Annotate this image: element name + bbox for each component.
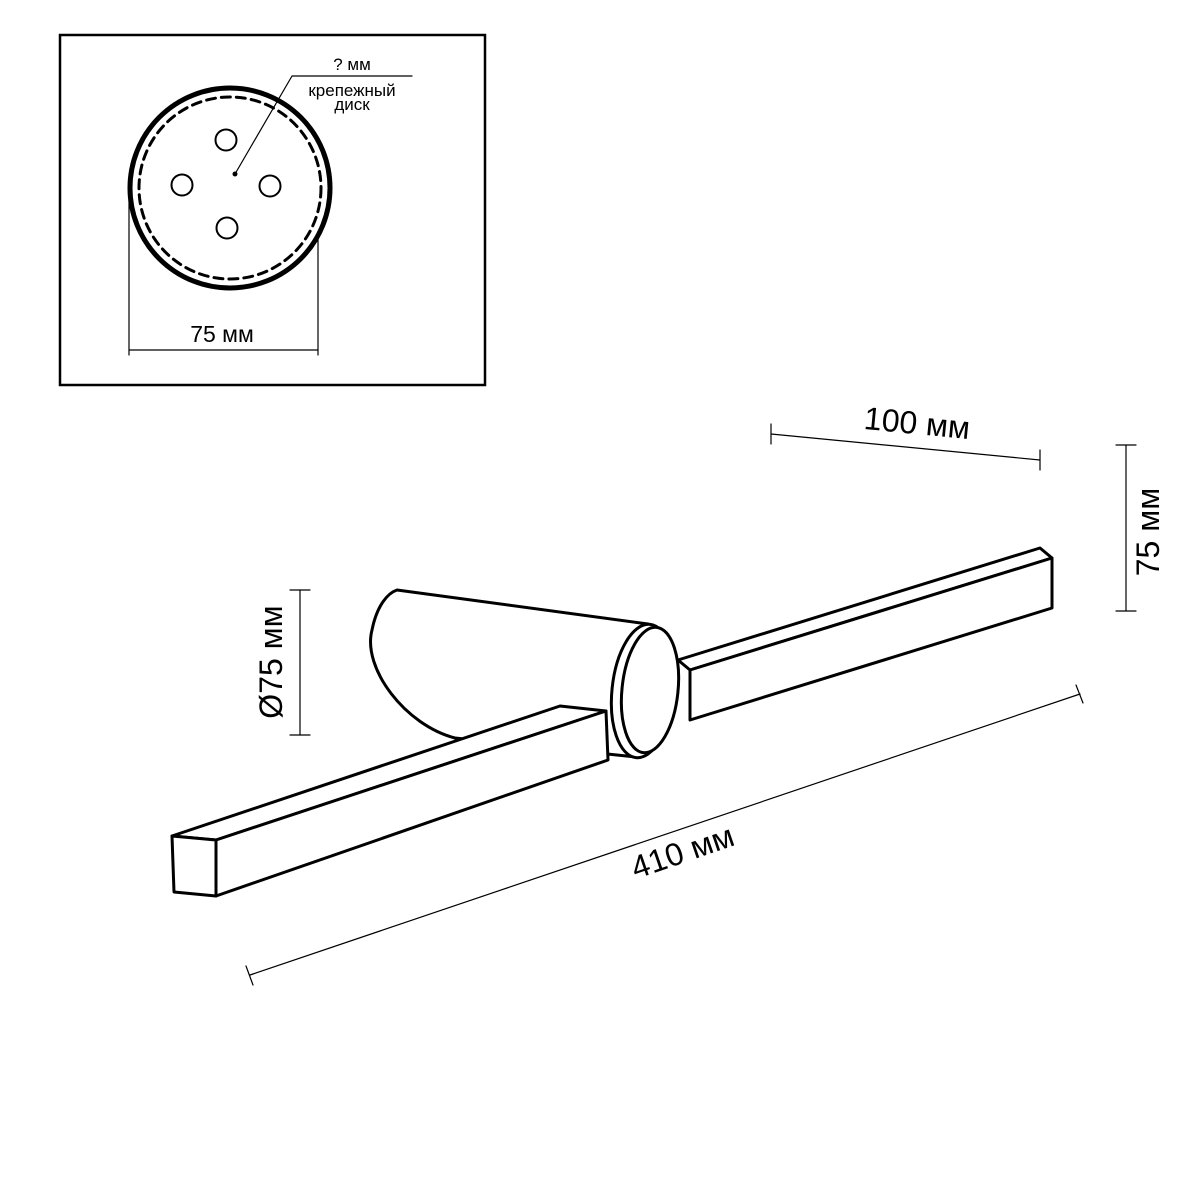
disc-label-line2: диск (334, 95, 370, 114)
leader-line (234, 75, 413, 175)
height-dimension: 75 мм (1115, 444, 1166, 612)
height-label: 75 мм (1130, 488, 1166, 576)
mounting-hole-right (258, 174, 282, 198)
cylinder-end-cap (609, 622, 681, 760)
fixture-view: 100 мм 75 мм Ø75 мм 410 мм (170, 400, 1166, 986)
mounting-hole-left (170, 173, 194, 197)
diameter-label: Ø75 мм (253, 605, 289, 718)
bar-back-segment (676, 546, 1054, 722)
diameter-dimension: Ø75 мм (253, 589, 311, 736)
arm-length-label: 100 мм (862, 400, 971, 446)
inset-panel: ? мм крепежный диск 75 мм (58, 33, 487, 387)
mounting-hole-top (214, 128, 238, 152)
depth-label: ? мм (333, 55, 371, 74)
mounting-hole-bottom (215, 216, 239, 240)
disc-label-line1: крепежный (308, 81, 395, 100)
total-length-label: 410 мм (626, 817, 738, 886)
width-label: 75 мм (190, 321, 254, 347)
base-outline (127, 85, 333, 291)
bar-front-segment (170, 704, 610, 898)
mounting-disc-outline (137, 95, 323, 281)
arm-length-dimension: 100 мм (770, 400, 1041, 471)
inset-frame (58, 33, 487, 387)
